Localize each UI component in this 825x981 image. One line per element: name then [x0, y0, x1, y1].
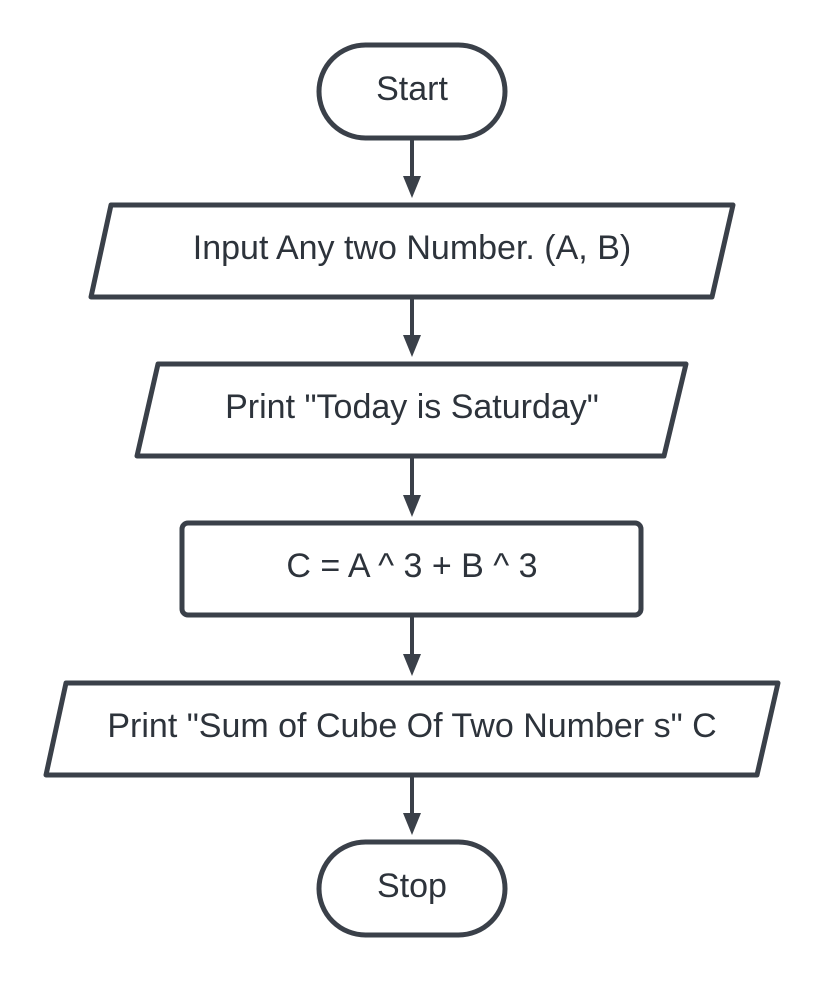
- connector-compute-c-to-print-sum: [403, 615, 421, 676]
- input-shape: [88, 202, 736, 300]
- connector-print-sum-to-stop: [403, 775, 421, 835]
- stop-node: Stop: [316, 839, 508, 938]
- connector-input-ab-to-print-today: [403, 297, 421, 357]
- print-sum-shape: [43, 680, 781, 778]
- compute-label: C = A ^ 3 + B ^ 3: [286, 547, 537, 585]
- print-sum-node: Print "Sum of Cube Of Two Number s" C: [43, 680, 781, 778]
- stop-label: Stop: [377, 867, 447, 905]
- stop-shape: [316, 839, 508, 938]
- print-today-shape: [134, 361, 689, 459]
- print-today-node: Print "Today is Saturday": [134, 361, 689, 459]
- connector-print-today-to-compute-c: [403, 456, 421, 517]
- connector-start-to-input-ab: [403, 138, 421, 198]
- compute-node: C = A ^ 3 + B ^ 3: [179, 520, 644, 618]
- start-node: Start: [316, 42, 508, 141]
- compute-shape: [179, 520, 644, 618]
- start-label: Start: [376, 70, 448, 108]
- start-shape: [316, 42, 508, 141]
- print-sum-label: Print "Sum of Cube Of Two Number s" C: [107, 707, 716, 745]
- print-today-label: Print "Today is Saturday": [225, 388, 599, 426]
- input-label: Input Any two Number. (A, B): [193, 229, 631, 267]
- input-node: Input Any two Number. (A, B): [88, 202, 736, 300]
